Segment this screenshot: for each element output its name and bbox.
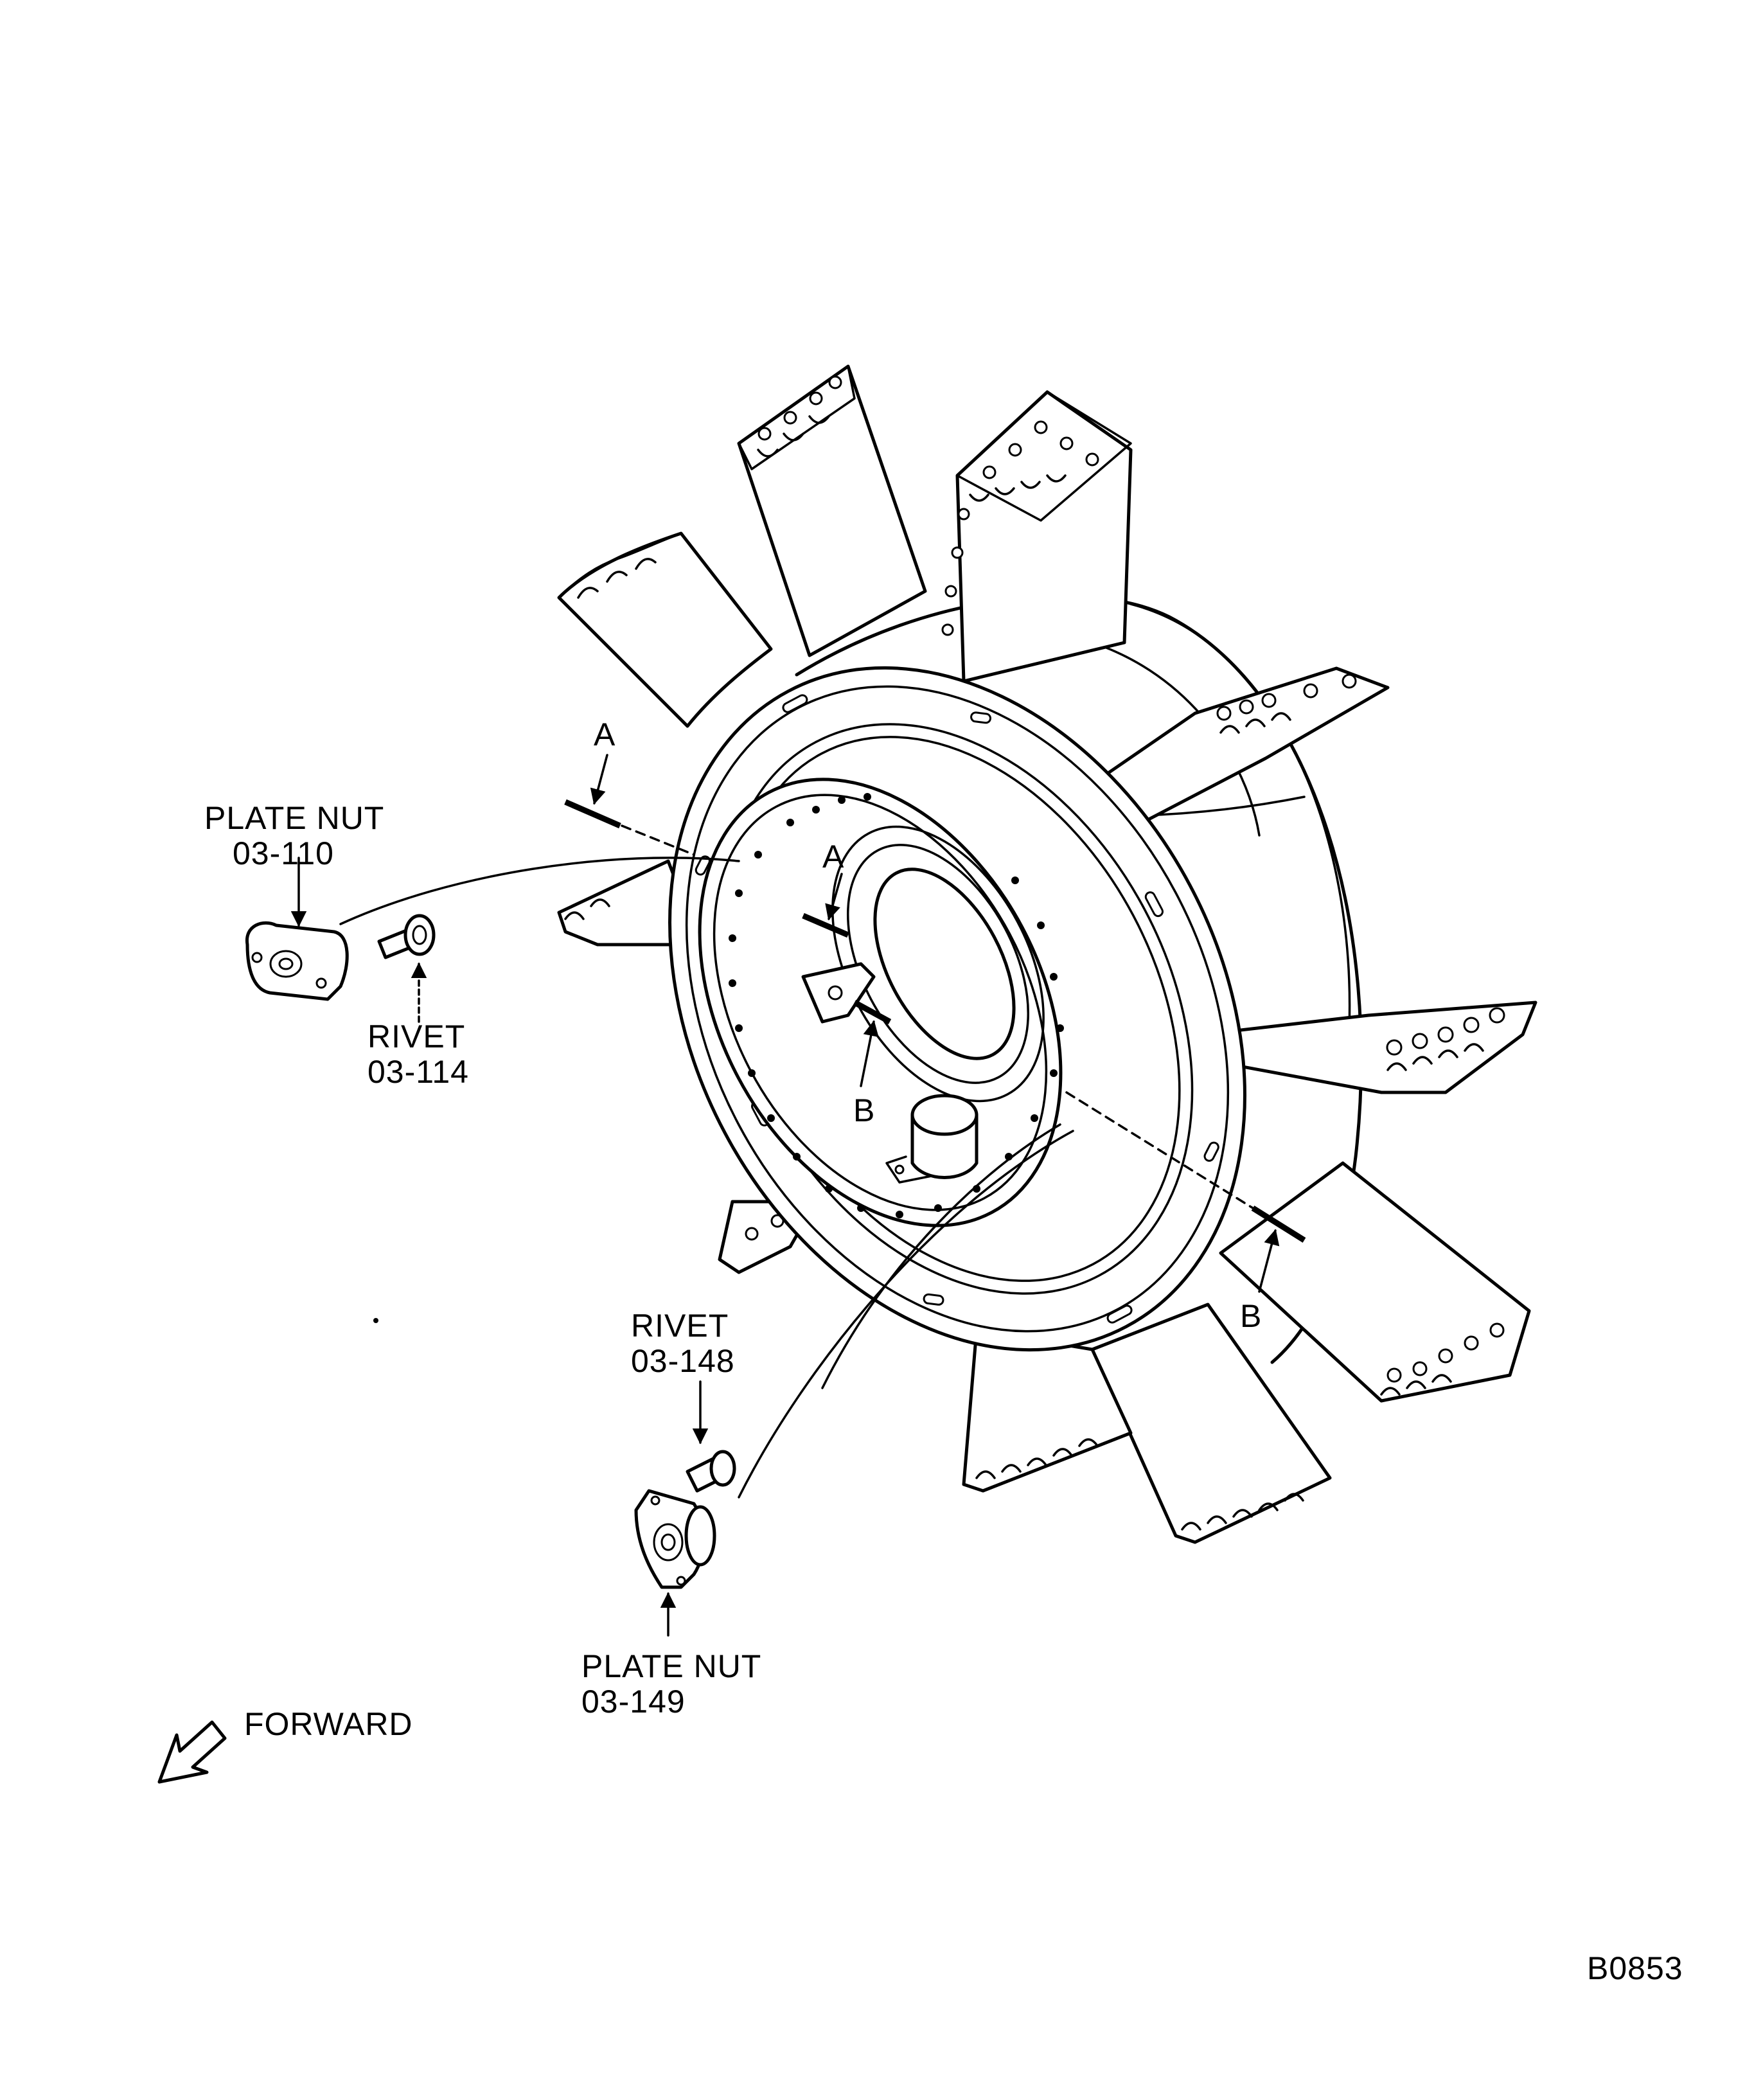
section-mark-a-inner: A [802, 839, 849, 938]
section-mark-a-outer: A [564, 716, 695, 856]
plate-nut-lower-part [634, 1489, 716, 1637]
rivet-lower-label: RIVET 03-148 [631, 1308, 735, 1379]
section-label-b-inner: B [853, 1092, 875, 1128]
strut-top-1 [737, 364, 927, 657]
rivet-upper-number: 03-114 [368, 1054, 469, 1090]
rivet-upper-part [377, 914, 436, 1023]
section-label-a-inner: A [822, 839, 844, 875]
figure-id: B0853 [1587, 1950, 1683, 1986]
rivet-lower-name: RIVET [631, 1308, 729, 1344]
forward-indicator: FORWARD [157, 1706, 413, 1784]
flange-slots [695, 694, 1219, 1324]
strut-right-middle [1200, 1001, 1537, 1094]
forward-label: FORWARD [244, 1706, 413, 1742]
stray-mark [373, 1318, 378, 1323]
bolt-holes [729, 793, 1064, 1218]
rivet-lower-part [686, 1380, 736, 1493]
strut-left [557, 859, 702, 947]
section-label-b-outer: B [1240, 1298, 1262, 1334]
plate-nut-upper-part [245, 857, 349, 1001]
section-mark-b-inner: B [853, 1000, 892, 1128]
rivet-upper-name: RIVET [368, 1019, 465, 1054]
section-mark-b-outer: B [1065, 1091, 1306, 1334]
leader-lower [738, 1130, 1074, 1499]
leader-lower-2 [821, 1123, 1061, 1389]
strut-top-left [557, 531, 773, 728]
plate-nut-upper-name: PLATE NUT [204, 800, 384, 836]
plate-nut-lower-name: PLATE NUT [581, 1648, 761, 1684]
strut-bottom-right [1090, 1303, 1332, 1544]
plate-nut-lower-number: 03-149 [581, 1684, 686, 1720]
tube-fitting [885, 1094, 979, 1184]
strut-right-lower [1219, 1161, 1531, 1403]
rivet-upper-label: RIVET 03-114 [368, 1019, 469, 1090]
section-label-a-outer: A [594, 716, 616, 752]
strut-top-2 [941, 390, 1133, 683]
struts [557, 364, 1537, 1544]
leader-upper [339, 857, 740, 925]
plate-nut-upper-number: 03-110 [233, 835, 334, 871]
front-flange [668, 666, 1246, 1352]
plate-nut-lower-label: PLATE NUT 03-149 [581, 1648, 761, 1720]
rivet-lower-number: 03-148 [631, 1343, 735, 1379]
forward-arrow-icon [157, 1720, 227, 1784]
plate-nut-upper-label: PLATE NUT 03-110 [204, 800, 384, 871]
